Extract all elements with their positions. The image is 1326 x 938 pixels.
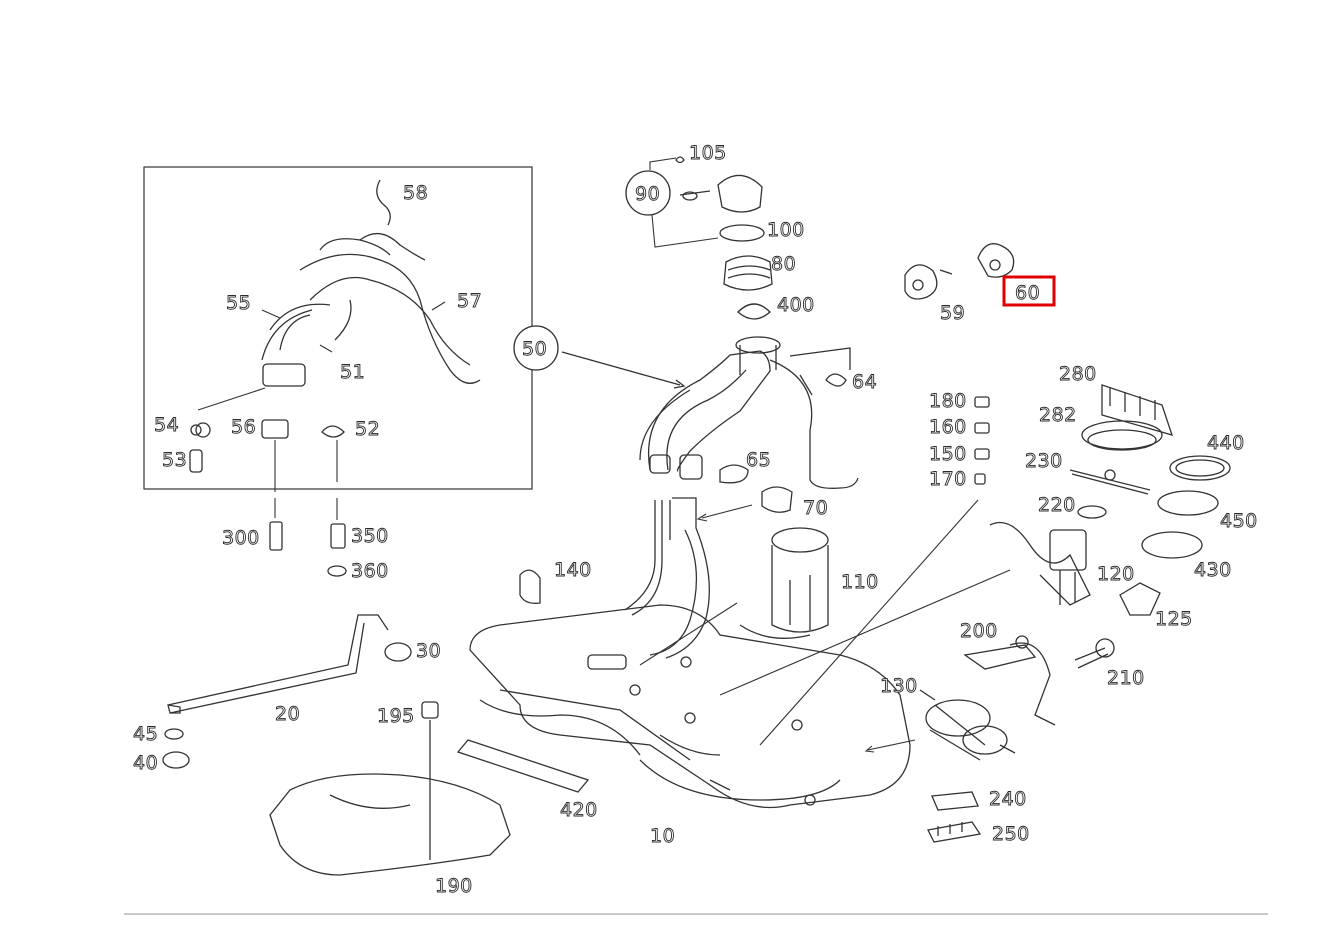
callout-160[interactable]: 160 [929,416,967,439]
callout-10[interactable]: 10 [650,825,676,848]
callout-57[interactable]: 57 [457,290,483,313]
callout-45[interactable]: 45 [133,723,159,746]
callout-125[interactable]: 125 [1155,608,1193,631]
callout-circle-90 [625,170,671,216]
callout-280[interactable]: 280 [1059,363,1097,386]
highlight-box-60 [1002,275,1056,307]
inset-pipe-assembly [261,179,481,387]
callout-140[interactable]: 140 [554,559,592,582]
level-sender [989,521,1161,616]
callout-40[interactable]: 40 [133,752,159,775]
callout-450[interactable]: 450 [1220,510,1258,533]
callout-210[interactable]: 210 [1107,667,1145,690]
callout-105[interactable]: 105 [689,142,727,165]
callout-110[interactable]: 110 [841,571,879,594]
callout-250[interactable]: 250 [992,823,1030,846]
bracket-200-210 [963,635,1115,726]
callout-420[interactable]: 420 [560,799,598,822]
inset-outside-parts [269,521,347,577]
clips-240-250 [927,791,982,843]
callout-130[interactable]: 130 [880,675,918,698]
fuel-tank [469,604,916,809]
callout-100[interactable]: 100 [767,219,805,242]
filler-pipe-assembly [513,325,859,489]
callout-300[interactable]: 300 [222,527,260,550]
callout-70[interactable]: 70 [803,497,829,520]
callout-190[interactable]: 190 [435,875,473,898]
callout-430[interactable]: 430 [1194,559,1232,582]
callout-53[interactable]: 53 [162,449,188,472]
callout-360[interactable]: 360 [351,560,389,583]
callout-230[interactable]: 230 [1025,450,1063,473]
callout-65[interactable]: 65 [746,449,772,472]
callout-60[interactable]: 60 [1015,282,1041,305]
clips-180-170 [974,396,990,485]
inset-frame [143,166,533,490]
callout-170[interactable]: 170 [929,468,967,491]
callout-58[interactable]: 58 [403,182,429,205]
callout-150[interactable]: 150 [929,443,967,466]
callout-80[interactable]: 80 [771,253,797,276]
callout-220[interactable]: 220 [1038,494,1076,517]
callout-20[interactable]: 20 [275,703,301,726]
parts-59-60 [904,243,1015,300]
fuel-filter [919,689,1016,761]
callout-59[interactable]: 59 [940,302,966,325]
tank-straps [162,569,590,876]
callout-55[interactable]: 55 [226,292,252,315]
callout-440[interactable]: 440 [1207,432,1245,455]
callout-240[interactable]: 240 [989,788,1027,811]
callout-51[interactable]: 51 [340,361,366,384]
callout-282[interactable]: 282 [1039,404,1077,427]
callout-400[interactable]: 400 [777,294,815,317]
filler-cap-group [625,156,773,320]
fuel-pump-module [739,527,829,639]
callout-30[interactable]: 30 [416,640,442,663]
callout-195[interactable]: 195 [377,705,415,728]
callout-50[interactable]: 50 [522,338,548,361]
callout-52[interactable]: 52 [355,418,381,441]
inset-leaders [197,301,446,520]
vent-pipes [624,497,1011,746]
callout-200[interactable]: 200 [960,620,998,643]
sender-seals [1069,384,1231,559]
callout-54[interactable]: 54 [154,414,180,437]
callout-labels: 58 55 57 50 51 54 56 52 53 300 350 360 1… [133,142,1258,898]
inset-small-parts [189,419,345,473]
callout-120[interactable]: 120 [1097,563,1135,586]
parts-64-65-70 [696,373,847,522]
callout-56[interactable]: 56 [231,416,257,439]
callout-64[interactable]: 64 [852,371,878,394]
callout-350[interactable]: 350 [351,525,389,548]
callout-90[interactable]: 90 [635,183,661,206]
callout-180[interactable]: 180 [929,390,967,413]
